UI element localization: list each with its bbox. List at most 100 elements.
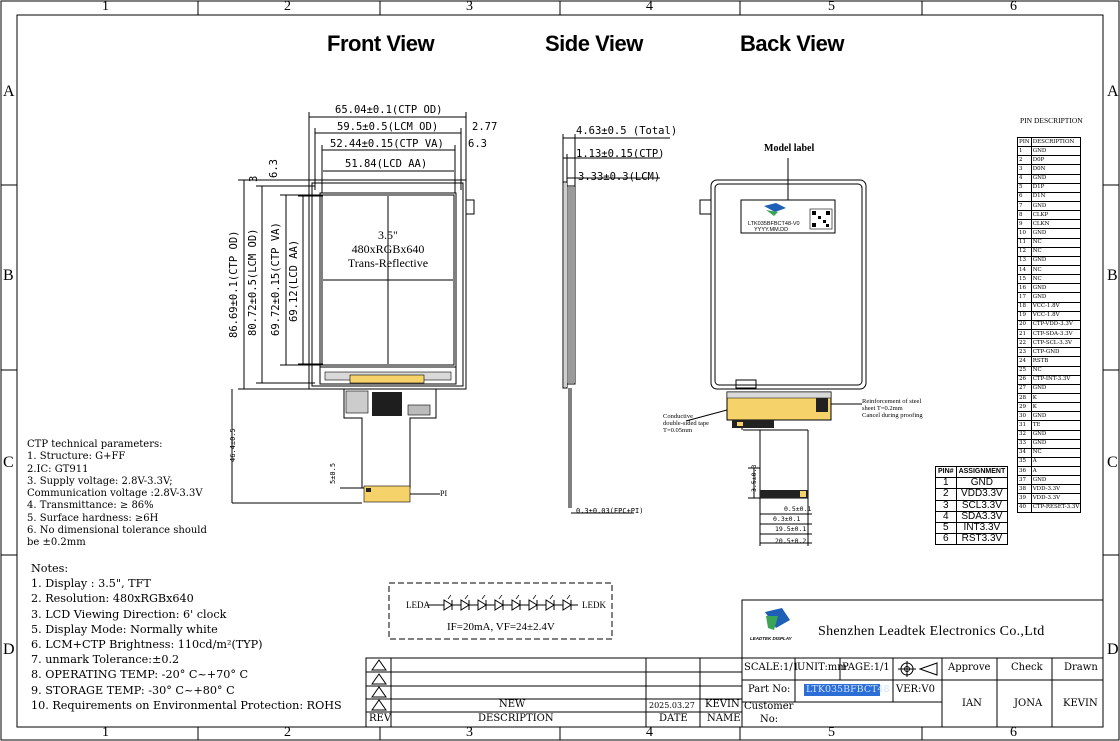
note-line: 3. LCD Viewing Direction: 6' clock <box>31 607 227 621</box>
ctp-param: be ±0.2mm <box>27 537 86 549</box>
rev-description: NEW <box>499 699 526 710</box>
rev-name: KEVIN <box>705 699 740 710</box>
dim-side-total: 4.63±0.5 (Total) <box>576 125 678 137</box>
led-diode <box>562 594 572 611</box>
zone-right-d: D <box>1107 641 1119 658</box>
dim-offset-63-right: 6.3 <box>468 138 487 150</box>
assignment-signal: RST3.3V <box>955 533 1009 546</box>
led-diode <box>443 594 453 611</box>
led-diode <box>511 594 521 611</box>
drawn-name: KEVIN <box>1063 698 1098 709</box>
zone-top-2: 2 <box>284 0 291 14</box>
zone-right-a: A <box>1107 83 1119 100</box>
rev-triangles <box>371 659 387 711</box>
pin-description: CTP-RESET-3.3V <box>1030 502 1082 513</box>
revision-triangle <box>371 686 387 698</box>
note-line: 2. Resolution: 480xRGBx640 <box>31 592 194 606</box>
unit: UNIT:mm <box>797 662 847 673</box>
pi-label: PI <box>440 489 448 498</box>
zone-bottom-5: 5 <box>828 725 835 740</box>
ctp-param: 5. Surface hardness: ≥6H <box>27 512 159 524</box>
version: VER:V0 <box>896 684 936 695</box>
ctp-params-title: CTP technical parameters: <box>27 439 163 450</box>
steel-note-line: Cancel during proofing <box>862 412 923 419</box>
note-line: 8. OPERATING TEMP: -20° C~+70° C <box>31 668 249 682</box>
zone-top-4: 4 <box>646 0 653 14</box>
front-view-title: Front View <box>327 31 435 56</box>
revision-triangle <box>371 659 387 671</box>
scale: SCALE:1/1 <box>744 662 800 673</box>
page: PAGE:1/1 <box>842 662 890 673</box>
dim-ctp-va-width: 52.44±0.15(CTP VA) <box>330 138 444 150</box>
note-line: 6. LCM+CTP Brightness: 110cd/m²(TYP) <box>31 638 263 652</box>
revision-triangle <box>371 673 387 685</box>
zone-top-6: 6 <box>1010 0 1017 14</box>
note-line: 5. Display Mode: Normally white <box>31 622 218 636</box>
dim-side-fpc: 0.3±0.03(FPC+PI) <box>576 507 644 515</box>
check-label: Check <box>1011 662 1043 673</box>
dim-lcd-aa-width: 51.84(LCD AA) <box>345 158 428 170</box>
dim-lcm-od-width: 59.5±0.5(LCM OD) <box>337 121 439 133</box>
pin-desc-title: PIN DESCRIPTION <box>1020 116 1083 125</box>
approve-label: Approve <box>948 662 991 673</box>
assignment-header: PIN#ASSIGNMENT <box>935 465 1009 479</box>
dim-back-05: 0.5±0.1 <box>784 505 812 513</box>
name-header: NAME <box>707 713 741 724</box>
dim-offset-277: 2.77 <box>472 121 498 133</box>
back-view-title: Back View <box>740 31 844 56</box>
zone-left-c: C <box>3 454 14 471</box>
dim-ctp-od-width: 65.04±0.1(CTP OD) <box>335 104 443 116</box>
leda-label: LEDA <box>406 600 430 610</box>
drawn-label: Drawn <box>1064 662 1098 673</box>
zone-right-c: C <box>1107 454 1118 471</box>
part-no-label: Part No: <box>748 684 791 695</box>
zone-bottom-3: 3 <box>466 725 473 740</box>
dim-back-205: 20.5±0.2 <box>775 537 807 545</box>
panel-mode: Trans-Reflective <box>347 256 429 270</box>
panel-info: 3.5" 480xRGBx640 Trans-Reflective <box>323 228 453 270</box>
zone-left-d: D <box>3 641 15 658</box>
led-diode <box>528 594 538 611</box>
dim-side-lcm: 3.33±0.3(LCM) <box>578 171 661 183</box>
description-header: DESCRIPTION <box>478 713 554 724</box>
tape-note: Conductive double-sided tape T=0.05mm <box>663 413 709 434</box>
customer-label-no: No: <box>760 714 779 725</box>
steel-note-line: sheet T=0.2mm <box>862 405 903 412</box>
led-diodes <box>443 594 572 611</box>
note-line: 7. unmark Tolerance:±0.2 <box>31 653 180 667</box>
side-view-title: Side View <box>545 31 643 56</box>
led-diode <box>545 594 555 611</box>
led-diode <box>460 594 470 611</box>
led-diode <box>494 594 504 611</box>
revision-triangle <box>371 699 387 711</box>
approve-name: IAN <box>962 698 982 709</box>
tape-note-line: Conductive <box>663 413 693 420</box>
ctp-param: 6. No dimensional tolerance should <box>27 525 207 537</box>
note-line: 1. Display : 3.5", TFT <box>31 577 151 591</box>
rev-date: 2025.03.27 <box>649 701 695 710</box>
zone-top-1: 1 <box>102 0 109 14</box>
led-spec: IF=20mA, VF=24±2.4V <box>447 621 555 633</box>
date-header: DATE <box>659 713 688 724</box>
ctp-params: CTP technical parameters: 1. Structure: … <box>27 439 207 550</box>
company-name: Shenzhen Leadtek Electronics Co.,Ltd <box>818 624 1045 639</box>
rev-header: REV <box>369 713 392 724</box>
steel-note-line: Reinforcement of steel <box>862 398 922 405</box>
model-label-part: LTK035BFBCT48-V0 <box>748 221 800 227</box>
tape-note-line: double-sided tape <box>663 420 710 427</box>
dim-back-195: 19.5±0.1 <box>775 525 807 533</box>
zone-top-3: 3 <box>466 0 473 14</box>
company-logo: LEADTEK DISPLAY <box>750 636 792 641</box>
check-name: JONA <box>1014 698 1043 709</box>
model-label-date: YYYY.MM.DD <box>754 227 789 233</box>
ctp-param: 1. Structure: G+FF <box>27 451 126 463</box>
